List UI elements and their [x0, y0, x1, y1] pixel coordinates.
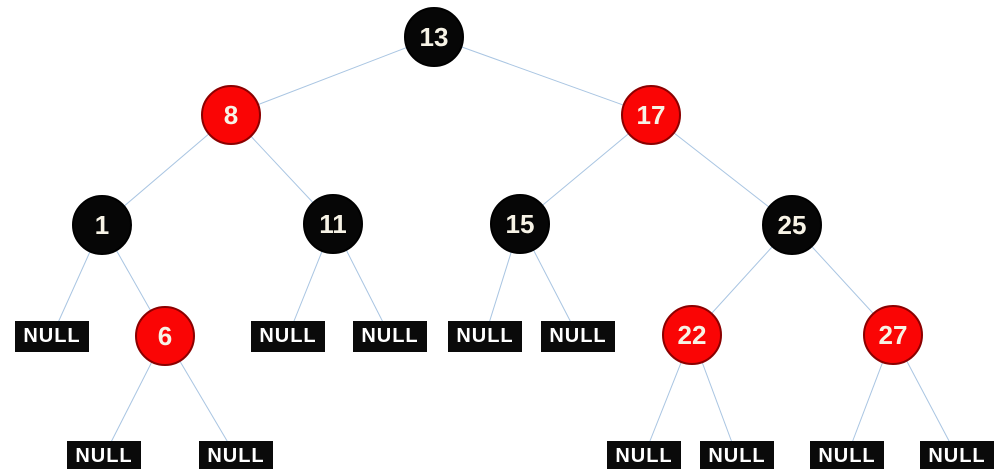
null-leaf-null-1L: NULL	[15, 320, 89, 352]
null-leaf-null-11L: NULL	[251, 320, 325, 352]
tree-node-15: 15	[490, 194, 550, 254]
tree-node-22: 22	[662, 305, 722, 365]
null-leaf-null-11R: NULL	[353, 320, 427, 352]
tree-node-8: 8	[201, 85, 261, 145]
tree-node-27: 27	[863, 305, 923, 365]
null-leaf-null-6L: NULL	[67, 440, 141, 469]
tree-node-6: 6	[135, 306, 195, 366]
tree-node-1: 1	[72, 195, 132, 255]
tree-node-25: 25	[762, 195, 822, 255]
edge-13-to-17	[433, 36, 652, 116]
tree-node-13: 13	[404, 7, 464, 67]
null-leaf-null-22R: NULL	[700, 440, 774, 469]
null-leaf-null-22L: NULL	[607, 440, 681, 469]
null-leaf-null-27R: NULL	[920, 440, 994, 469]
null-leaf-null-15L: NULL	[448, 320, 522, 352]
edge-13-to-8	[230, 36, 435, 116]
null-leaf-null-27L: NULL	[810, 440, 884, 469]
tree-node-17: 17	[621, 85, 681, 145]
null-leaf-null-6R: NULL	[199, 440, 273, 469]
null-leaf-null-15R: NULL	[541, 320, 615, 352]
tree-node-11: 11	[303, 194, 363, 254]
